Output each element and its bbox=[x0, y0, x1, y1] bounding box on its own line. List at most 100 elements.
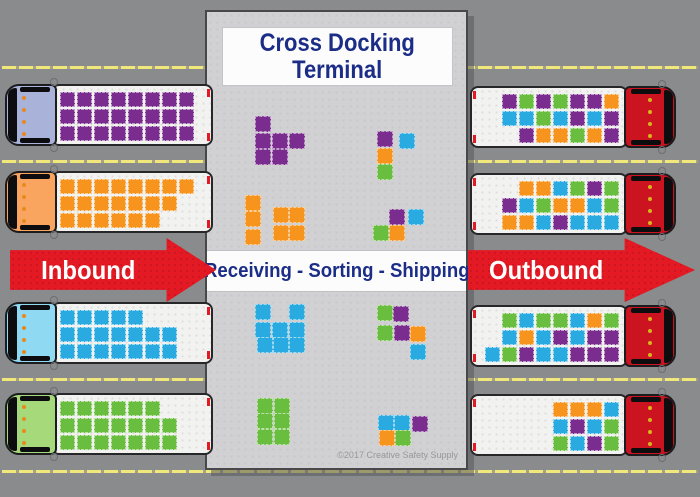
cargo-box-cyan bbox=[60, 327, 75, 342]
cargo-box-orange bbox=[519, 181, 534, 196]
terminal-pallet-cyan bbox=[255, 304, 271, 320]
cargo-box-green bbox=[94, 435, 109, 450]
cargo-box-purple bbox=[94, 109, 109, 124]
terminal-pallet-orange bbox=[410, 326, 426, 342]
cab-light-icon bbox=[22, 405, 26, 409]
cargo-box-green bbox=[60, 401, 75, 416]
cargo-box-purple bbox=[604, 111, 619, 126]
cargo-box-purple bbox=[570, 419, 585, 434]
terminal-pallet-cyan bbox=[289, 304, 305, 320]
outbound-truck-1 bbox=[470, 80, 676, 154]
taillight bbox=[473, 91, 476, 99]
cargo-box-purple bbox=[570, 347, 585, 362]
trailer bbox=[51, 84, 213, 146]
cargo-box-cyan bbox=[519, 198, 534, 213]
cargo-box-green bbox=[60, 418, 75, 433]
cargo-box-purple bbox=[570, 94, 585, 109]
cargo-box-purple bbox=[587, 181, 602, 196]
cargo-box-purple bbox=[60, 92, 75, 107]
cargo-box-cyan bbox=[587, 111, 602, 126]
terminal-pallet-cyan bbox=[410, 344, 426, 360]
outbound-truck-4 bbox=[470, 388, 676, 462]
cargo-box-purple bbox=[128, 126, 143, 141]
cargo-empty-slot bbox=[485, 313, 500, 328]
cab-light-icon bbox=[648, 317, 652, 321]
cab-light-icon bbox=[648, 185, 652, 189]
terminal-pallet-orange bbox=[377, 148, 393, 164]
trailer bbox=[470, 394, 628, 456]
cargo-box-cyan bbox=[604, 215, 619, 230]
windshield-icon bbox=[664, 90, 673, 144]
terminal-pallet-purple bbox=[255, 116, 271, 132]
lane-line bbox=[2, 470, 698, 473]
cargo-box-orange bbox=[94, 196, 109, 211]
windshield-icon bbox=[664, 309, 673, 363]
taillight bbox=[473, 222, 476, 230]
inbound-arrow-label: Inbound bbox=[10, 238, 167, 302]
truck-cab bbox=[624, 167, 676, 241]
taillight bbox=[207, 133, 210, 141]
cargo-box-purple bbox=[111, 109, 126, 124]
taillight bbox=[473, 178, 476, 186]
cargo-box-cyan bbox=[77, 344, 92, 359]
terminal-panel: Cross Docking Terminal Receiving - Sorti… bbox=[204, 10, 469, 470]
cargo-box-green bbox=[111, 435, 126, 450]
cargo-box-cyan bbox=[536, 215, 551, 230]
cargo-box-green bbox=[77, 418, 92, 433]
cargo-box-orange bbox=[587, 313, 602, 328]
cargo-empty-slot bbox=[162, 213, 177, 228]
inbound-truck-purple bbox=[5, 78, 213, 152]
cargo-box-green bbox=[604, 181, 619, 196]
cargo-box-orange bbox=[162, 179, 177, 194]
cargo-box-cyan bbox=[570, 330, 585, 345]
cargo-box-green bbox=[77, 435, 92, 450]
outbound-truck-3 bbox=[470, 299, 676, 373]
cargo-box-cyan bbox=[553, 419, 568, 434]
cargo-empty-slot bbox=[485, 330, 500, 345]
cab-light-icon bbox=[648, 197, 652, 201]
cargo-box-orange bbox=[111, 196, 126, 211]
bumper bbox=[20, 396, 50, 401]
cargo-box-green bbox=[162, 418, 177, 433]
cargo-box-purple bbox=[553, 215, 568, 230]
cargo-box-purple bbox=[145, 92, 160, 107]
cargo-box-orange bbox=[519, 330, 534, 345]
cargo-box-cyan bbox=[94, 344, 109, 359]
terminal-pallet-cyan bbox=[394, 415, 410, 431]
cargo-box-cyan bbox=[128, 327, 143, 342]
cargo-box-orange bbox=[145, 179, 160, 194]
cab-light-icon bbox=[22, 326, 26, 330]
cargo-box-green bbox=[145, 435, 160, 450]
cab-light-icon bbox=[22, 314, 26, 318]
cargo-box-cyan bbox=[60, 310, 75, 325]
outbound-arrow: Outbound bbox=[468, 238, 695, 302]
taillight bbox=[207, 398, 210, 406]
cargo-box-cyan bbox=[485, 347, 500, 362]
cargo-box-green bbox=[604, 198, 619, 213]
cargo-box-orange bbox=[94, 213, 109, 228]
terminal-pallet-cyan bbox=[273, 337, 289, 353]
cargo-box-purple bbox=[77, 126, 92, 141]
truck-cab bbox=[5, 78, 58, 152]
inbound-truck-orange bbox=[5, 165, 213, 239]
taillight bbox=[473, 310, 476, 318]
bumper bbox=[20, 87, 50, 92]
cargo-empty-slot bbox=[502, 128, 517, 143]
cargo-box-orange bbox=[536, 181, 551, 196]
cargo-box-orange bbox=[77, 179, 92, 194]
truck-cab bbox=[624, 299, 676, 373]
cargo-box-purple bbox=[145, 109, 160, 124]
cargo-box-orange bbox=[145, 196, 160, 211]
cargo-box-orange bbox=[553, 402, 568, 417]
cab-light-icon bbox=[22, 219, 26, 223]
windshield-icon bbox=[8, 88, 17, 142]
cargo-grid bbox=[485, 313, 619, 362]
cargo-empty-slot bbox=[145, 310, 160, 325]
cargo-box-purple bbox=[128, 92, 143, 107]
cargo-box-purple bbox=[519, 128, 534, 143]
cargo-box-green bbox=[162, 435, 177, 450]
outbound-truck-2 bbox=[470, 167, 676, 241]
terminal-pallet-orange bbox=[245, 211, 261, 227]
cab-light-icon bbox=[648, 110, 652, 114]
